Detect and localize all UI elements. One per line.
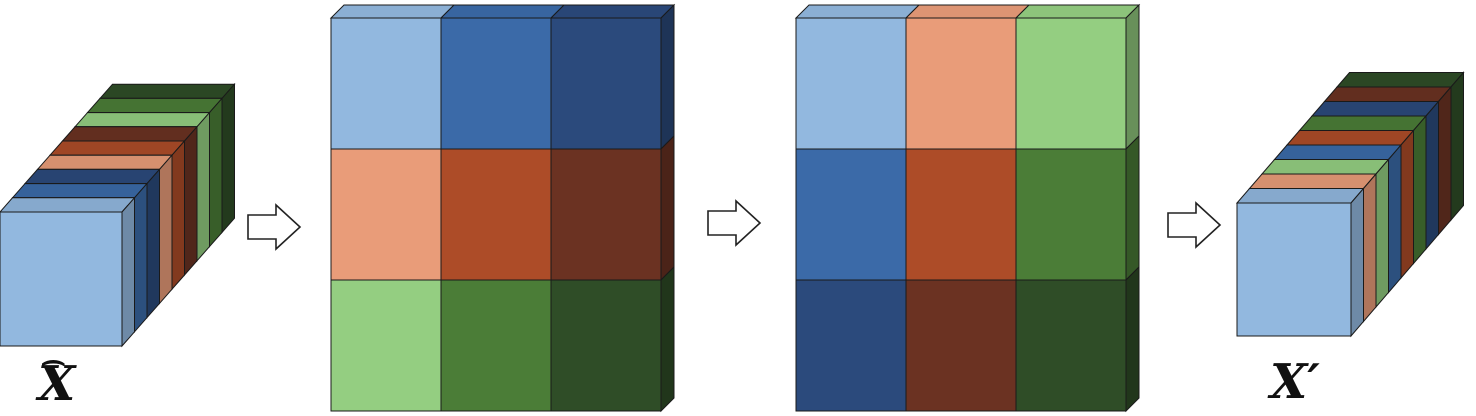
grid2-cell-front <box>795 17 907 150</box>
output-slab-side <box>1363 172 1377 323</box>
grid1-cell-front <box>440 279 552 412</box>
input-slab-top <box>48 140 186 156</box>
grid1-cell-side <box>660 134 675 282</box>
arrow-icon <box>1167 201 1222 249</box>
grid1-cell-front <box>330 17 442 150</box>
grid2-cell-front <box>795 148 907 281</box>
grid1-cell-top <box>439 4 566 19</box>
input-label-hat: ⌢ <box>40 344 67 377</box>
input-slab-top <box>73 112 211 128</box>
grid1-cell-top <box>549 4 676 19</box>
input-slab-side <box>209 97 223 248</box>
output-slab-top <box>1310 101 1440 117</box>
input-slab-side <box>184 125 198 277</box>
input-label: X <box>38 356 76 412</box>
grid1-cell-front <box>440 17 552 150</box>
input-slab-side <box>146 168 160 319</box>
input-slab-top <box>0 197 136 213</box>
arrow-icon <box>247 203 302 251</box>
input-tensor-stack <box>0 82 236 348</box>
input-slab-top <box>86 97 224 114</box>
arrow-icon <box>707 199 762 247</box>
grid2-cell-top <box>904 4 1031 19</box>
grid1-cell-front <box>440 148 552 281</box>
grid2-cell-front <box>905 17 1017 150</box>
output-slab-side <box>1438 85 1452 236</box>
input-slab-top <box>98 83 236 99</box>
grid2-cell-side <box>1125 134 1140 282</box>
grid2-cell-top <box>1014 4 1141 19</box>
transposed-grid-2 <box>794 3 1141 413</box>
input-slab-top <box>61 126 199 142</box>
grid2-cell-side <box>1125 3 1140 151</box>
output-slab-top <box>1248 173 1378 189</box>
output-slab-top <box>1285 130 1415 146</box>
grid2-cell-front <box>795 279 907 412</box>
grid1-cell-front <box>330 279 442 412</box>
input-slab-top <box>11 183 149 199</box>
grid1-cell-front <box>550 148 662 281</box>
grid1-cell-front <box>550 279 662 412</box>
output-slab-top <box>1235 188 1365 204</box>
arrow-shape <box>707 199 762 247</box>
input-slab-front <box>0 211 123 347</box>
output-slab-side <box>1400 129 1414 280</box>
grid1-cell-side <box>660 265 675 413</box>
output-tensor-stack <box>1235 71 1465 338</box>
grid1-cell-top <box>329 4 456 19</box>
output-slab-top <box>1273 144 1403 160</box>
grid2-cell-front <box>905 148 1017 281</box>
input-slab-side <box>134 182 148 334</box>
output-slab-top <box>1260 159 1390 175</box>
grid2-cell-top <box>794 4 921 19</box>
output-slab-side <box>1425 100 1439 251</box>
input-slab-top <box>36 154 174 170</box>
output-slab-front <box>1236 202 1352 337</box>
grid1-cell-side <box>660 3 675 151</box>
grid2-cell-front <box>1015 148 1127 281</box>
output-slab-side <box>1388 143 1402 294</box>
output-slab-side <box>1413 114 1427 265</box>
output-slab-side <box>1450 71 1464 222</box>
grid2-cell-front <box>1015 17 1127 150</box>
arrow-shape <box>1167 201 1222 249</box>
input-slab-side <box>171 139 185 291</box>
input-slab-top <box>23 168 161 185</box>
grid2-cell-front <box>1015 279 1127 412</box>
reshape-grid-1 <box>329 3 676 413</box>
input-slab-side <box>121 196 135 348</box>
input-slab-side <box>159 153 173 305</box>
input-slab-side <box>196 111 210 263</box>
arrow-shape <box>247 203 302 251</box>
output-slab-side <box>1350 187 1364 338</box>
output-slab-top <box>1335 72 1465 88</box>
output-slab-top <box>1323 86 1453 102</box>
grid1-cell-front <box>330 148 442 281</box>
output-slab-top <box>1298 115 1428 131</box>
grid2-cell-front <box>905 279 1017 412</box>
output-label: X′ <box>1270 354 1320 410</box>
input-slab-side <box>221 82 235 234</box>
grid2-cell-side <box>1125 265 1140 413</box>
grid1-cell-front <box>550 17 662 150</box>
output-slab-side <box>1375 158 1389 309</box>
